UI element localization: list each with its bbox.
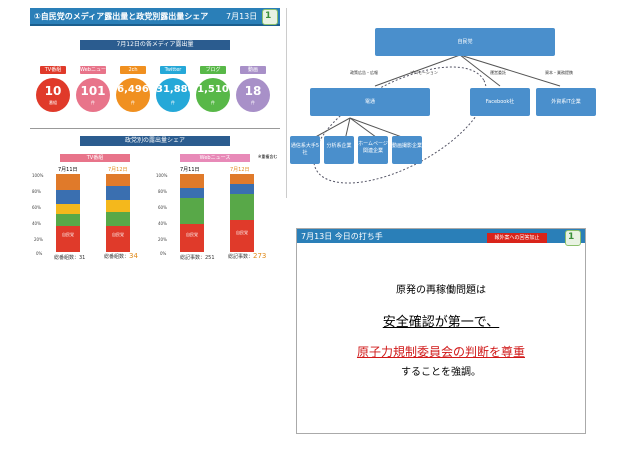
tick-label: 80% bbox=[32, 189, 41, 194]
node-bottom: 動画撮影企業 bbox=[392, 136, 422, 164]
media-unit: 件 bbox=[251, 100, 255, 105]
media-count: 1,510 bbox=[197, 84, 229, 95]
edge-label: 運営委託 bbox=[490, 70, 506, 75]
tick-label: 40% bbox=[32, 221, 41, 226]
tick-label: 100% bbox=[32, 173, 44, 178]
bar-segment bbox=[230, 184, 254, 194]
edge-label: 政策広告・広報 bbox=[350, 70, 378, 75]
bar-segment bbox=[56, 174, 80, 190]
slide-today-action: 7月13日 今日の打ち手 報外案への回答加止 1 原発の再稼働問題は 安全確認が… bbox=[296, 228, 586, 434]
media-unit: 番組 bbox=[49, 100, 57, 105]
text-line-4: することを強調。 bbox=[401, 367, 481, 378]
node-bottom: 分析系企業 bbox=[324, 136, 354, 164]
slide-media-exposure: ①自民党のメディア露出量と政党別露出量シェア 7月13日 1 7月12日の各メデ… bbox=[30, 8, 280, 261]
badge: 報外案への回答加止 bbox=[487, 233, 547, 243]
bar-segment bbox=[106, 212, 130, 226]
bar-segment bbox=[180, 174, 204, 188]
tick-label: 60% bbox=[158, 205, 167, 210]
media-count: 10 bbox=[44, 84, 62, 98]
edge-label: 資本・業務提携 bbox=[545, 70, 573, 75]
chart-caption-2: 総番組数：34 bbox=[104, 252, 138, 260]
media-count: 101 bbox=[80, 84, 106, 98]
media-tag: 動画 bbox=[240, 66, 266, 74]
slide-date: 7月13日 bbox=[226, 12, 258, 21]
divider bbox=[286, 8, 287, 198]
media-count: 6,496 bbox=[117, 84, 149, 95]
media-count-circle: 1,510 件 bbox=[196, 78, 230, 112]
slide-header: ①自民党のメディア露出量と政党別露出量シェア 7月13日 bbox=[30, 8, 280, 26]
media-count: 31,880 bbox=[156, 84, 195, 95]
chart-date-1: 7月11日 bbox=[58, 167, 78, 173]
media-unit: 件 bbox=[91, 100, 95, 105]
node-mid: 電通 bbox=[310, 88, 430, 116]
media-tag: ブログ bbox=[200, 66, 226, 74]
tick-label: 20% bbox=[158, 237, 167, 242]
bar-segment bbox=[106, 186, 130, 200]
chart-label-web: Webニュース bbox=[180, 154, 250, 162]
media-count-circle: 10 番組 bbox=[36, 78, 70, 112]
chart-label-tv: TV番組 bbox=[60, 154, 130, 162]
section-title-media: 7月12日の各メディア露出量 bbox=[80, 40, 230, 50]
edge-label: プロモーション bbox=[410, 70, 438, 75]
tick-label: 60% bbox=[32, 205, 41, 210]
bar-segment bbox=[180, 198, 204, 224]
chart-caption-1: 総記事数：251 bbox=[180, 255, 215, 261]
tick-label: 0% bbox=[160, 251, 167, 256]
slide-title: ①自民党のメディア露出量と政党別露出量シェア bbox=[34, 12, 209, 21]
section-title-share: 政党別の露出量シェア bbox=[80, 136, 230, 146]
tick-label: 0% bbox=[36, 251, 43, 256]
bar-segment bbox=[56, 214, 80, 226]
chart-note: ※重複含む bbox=[258, 154, 278, 159]
bar-segment bbox=[180, 188, 204, 198]
media-count: 18 bbox=[244, 84, 262, 98]
tick-label: 80% bbox=[158, 189, 167, 194]
text-line-2: 安全確認が第一で、 bbox=[382, 315, 500, 330]
media-unit: 件 bbox=[131, 100, 135, 105]
slide-title: 7月13日 今日の打ち手 bbox=[301, 232, 383, 241]
bar-segment bbox=[106, 226, 130, 252]
bar-segment-label: 自民党 bbox=[236, 230, 248, 235]
bar-segment bbox=[56, 190, 80, 204]
tick-label: 20% bbox=[34, 237, 43, 242]
bar-segment bbox=[56, 226, 80, 252]
media-unit: 件 bbox=[211, 100, 215, 105]
chart-caption-1: 総番組数：31 bbox=[54, 255, 86, 261]
media-count-circle: 6,496 件 bbox=[116, 78, 150, 112]
media-unit: 件 bbox=[171, 100, 175, 105]
logo-icon: 1 bbox=[262, 9, 278, 25]
bar-segment bbox=[106, 174, 130, 186]
bar-segment bbox=[180, 224, 204, 252]
media-tag: Twitter bbox=[160, 66, 186, 74]
node-bottom: ホームページ関連企業 bbox=[358, 136, 388, 164]
bar-segment-label: 自民党 bbox=[186, 232, 198, 237]
logo-icon: 1 bbox=[565, 230, 581, 246]
node-top: 自民党 bbox=[375, 28, 555, 56]
text-line-1: 原発の再稼働問題は bbox=[396, 285, 486, 296]
bar-segment-label: 自民党 bbox=[62, 232, 74, 237]
divider bbox=[30, 128, 280, 129]
tick-label: 40% bbox=[158, 221, 167, 226]
chart-date-2: 7月12日 bbox=[230, 167, 250, 173]
bar-segment bbox=[230, 194, 254, 220]
bar-segment bbox=[230, 174, 254, 184]
text-line-3: 原子力規制委員会の判断を尊重 bbox=[356, 345, 525, 359]
bar-segment-label: 自民党 bbox=[112, 232, 124, 237]
media-count-circle: 101 件 bbox=[76, 78, 110, 112]
node-right1: Facebook社 bbox=[470, 88, 530, 116]
bar-segment bbox=[230, 220, 254, 252]
bar-segment bbox=[56, 204, 80, 214]
media-tag: 2ch bbox=[120, 66, 146, 74]
media-tag: Webニュース bbox=[80, 66, 106, 81]
chart-caption-2: 総記事数：273 bbox=[228, 252, 267, 260]
media-count-circle: 31,880 件 bbox=[156, 78, 195, 112]
node-right2: 外資系IT企業 bbox=[536, 88, 596, 116]
tick-label: 100% bbox=[156, 173, 168, 178]
org-diagram: 自民党 電通 Facebook社 外資系IT企業 通信系大手5社 分析系企業 ホ… bbox=[290, 10, 620, 210]
node-bottom: 通信系大手5社 bbox=[290, 136, 320, 164]
bar-segment bbox=[106, 200, 130, 212]
media-count-circle: 18 件 bbox=[236, 78, 270, 112]
chart-date-1: 7月11日 bbox=[180, 167, 200, 173]
chart-date-2: 7月12日 bbox=[108, 167, 128, 173]
media-tag: TV番組 bbox=[40, 66, 66, 74]
